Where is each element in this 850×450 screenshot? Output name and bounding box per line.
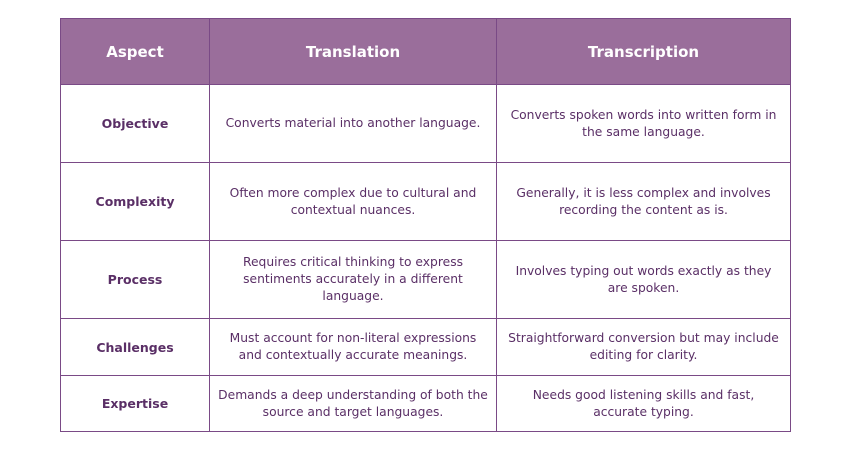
- table-row: Objective Converts material into another…: [60, 84, 791, 163]
- translation-cell: Often more complex due to cultural and c…: [209, 162, 497, 241]
- translation-cell: Converts material into another language.: [209, 84, 497, 163]
- transcription-cell: Needs good listening skills and fast, ac…: [496, 375, 791, 432]
- aspect-cell: Expertise: [60, 375, 210, 432]
- header-row: Aspect Translation Transcription: [60, 18, 791, 85]
- transcription-cell: Involves typing out words exactly as the…: [496, 240, 791, 319]
- table-row: Process Requires critical thinking to ex…: [60, 240, 791, 319]
- aspect-cell: Challenges: [60, 318, 210, 376]
- transcription-cell: Generally, it is less complex and involv…: [496, 162, 791, 241]
- translation-cell: Demands a deep understanding of both the…: [209, 375, 497, 432]
- transcription-cell: Straightforward conversion but may inclu…: [496, 318, 791, 376]
- table-row: Challenges Must account for non-literal …: [60, 318, 791, 376]
- aspect-cell: Complexity: [60, 162, 210, 241]
- header-translation: Translation: [209, 18, 497, 85]
- aspect-cell: Process: [60, 240, 210, 319]
- comparison-table: Aspect Translation Transcription Objecti…: [60, 18, 791, 432]
- header-transcription: Transcription: [496, 18, 791, 85]
- translation-cell: Requires critical thinking to express se…: [209, 240, 497, 319]
- table-row: Complexity Often more complex due to cul…: [60, 162, 791, 241]
- aspect-cell: Objective: [60, 84, 210, 163]
- table-row: Expertise Demands a deep understanding o…: [60, 375, 791, 432]
- header-aspect: Aspect: [60, 18, 210, 85]
- translation-cell: Must account for non-literal expressions…: [209, 318, 497, 376]
- transcription-cell: Converts spoken words into written form …: [496, 84, 791, 163]
